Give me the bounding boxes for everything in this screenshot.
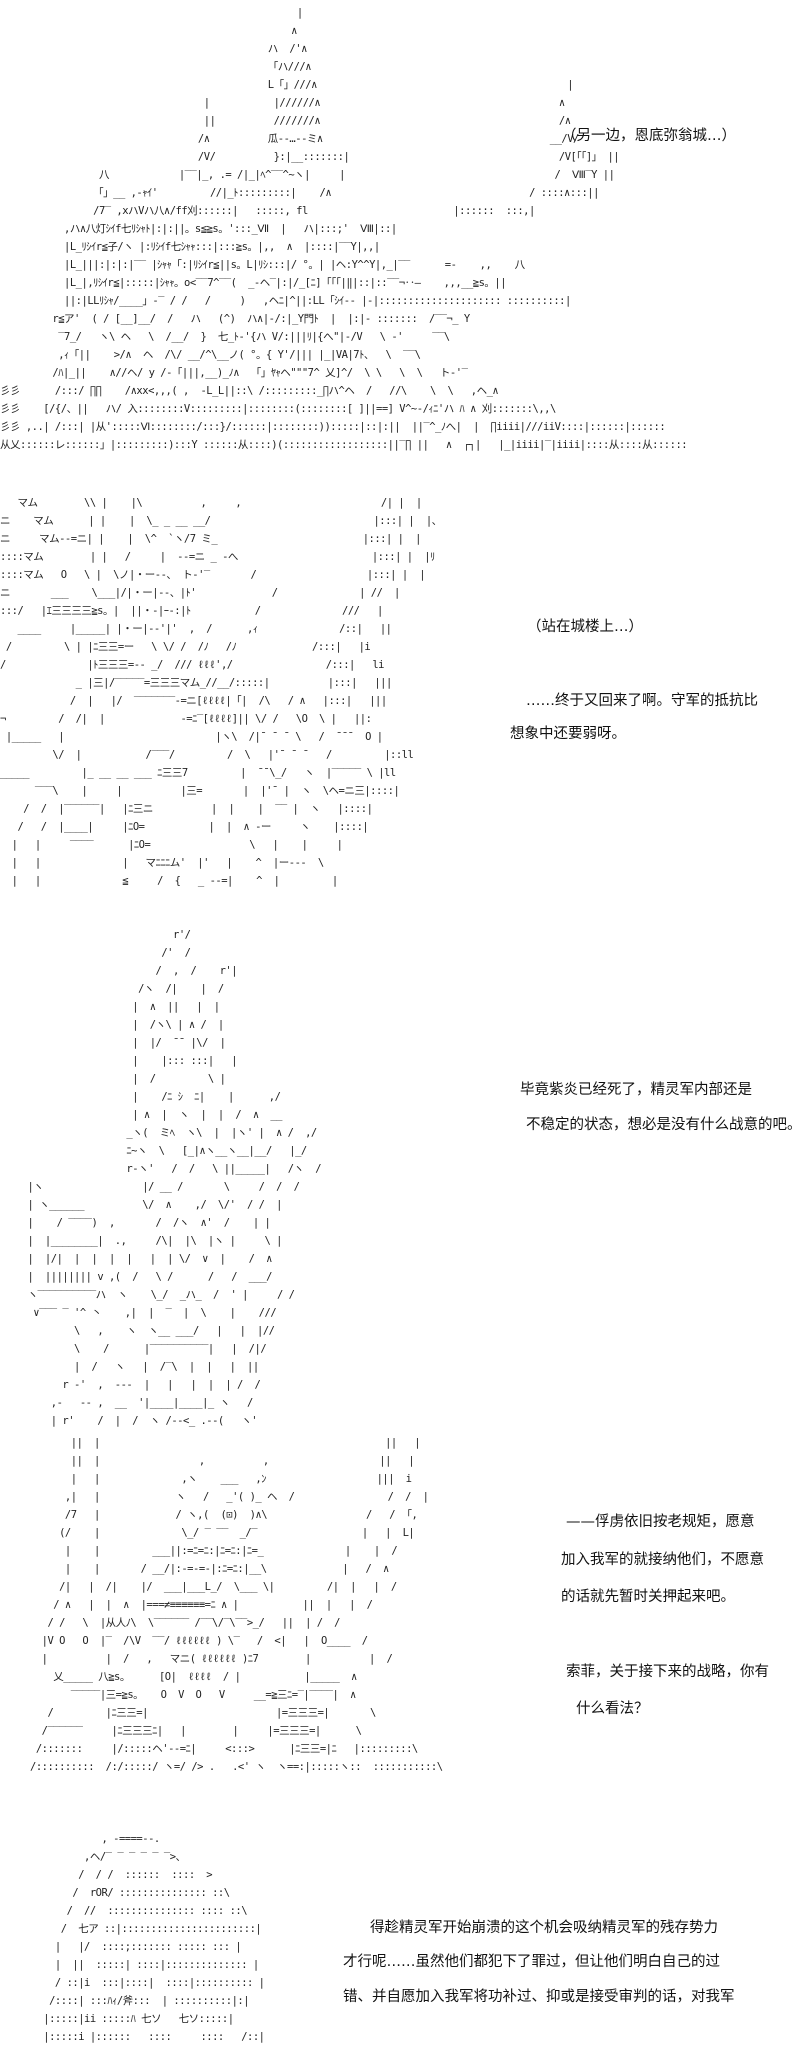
dialogue-line: 加入我军的就接纳他们，不愿意 — [561, 1552, 764, 1568]
panel-castle: | ∧ ハ /'∧ 「ハ///∧ — [0, 0, 800, 490]
dialogue-line: 索菲，关于接下来的战略，你有 — [566, 1664, 769, 1680]
character-ascii-art: マム \\ | |\ , , /| | | ニ マム | | | \_ _ __… — [0, 497, 442, 887]
character-ascii-art: || | || | || | , , || | | | ,ヽ ___ ,ﾝ ||… — [30, 1437, 443, 1773]
dialogue-line: 错、并自愿加入我军将功补过、抑或是接受审判的话，对我军 — [343, 1989, 735, 2005]
character-ascii-art: r'/ /' / / , / r'| /ヽ /| | / | ∧ || | | … — [27, 929, 322, 1427]
dialogue-line: 想象中还要弱呀。 — [510, 726, 626, 742]
dialogue-line: 得趁精灵军开始崩溃的这个机会吸纳精灵军的残存势力 — [370, 1920, 718, 1936]
dialogue-line: 毕竟紫炎已经死了，精灵军内部还是 — [520, 1082, 752, 1098]
dialogue-line: ——俘虏依旧按老规矩，愿意 — [566, 1514, 755, 1530]
dialogue-line: 什么看法？ — [576, 1701, 649, 1717]
panel-throne: || | || | || | , , || | | | ,ヽ ___ ,ﾝ ||… — [0, 1430, 800, 1830]
dialogue-line: 不稳定的状态，想必是没有什么战意的吧。 — [526, 1117, 800, 1133]
panel-wall: マム \\ | |\ , , /| | | ニ マム | | | \_ _ __… — [0, 490, 800, 910]
character-ascii-art: , -====‐-. ,ヘ/‾ ‾ ‾ ‾ ‾ ‾>、 / / / ::::::… — [43, 1833, 265, 2043]
panel-sophie: , -====‐-. ,ヘ/‾ ‾ ‾ ‾ ‾ ‾>、 / / / ::::::… — [0, 1830, 800, 2043]
dialogue-line: ……终于又回来了啊。守军的抵抗比 — [526, 693, 758, 709]
castle-ascii-art: | ∧ ハ /'∧ 「ハ///∧ — [0, 7, 688, 451]
dialogue-line: 才行呢……虽然他们都犯下了罪过，但让他们明白自己的过 — [343, 1954, 720, 1970]
narration: （站在城楼上…） — [527, 619, 643, 635]
dialogue-line: 的话就先暂时关押起来吧。 — [561, 1589, 735, 1605]
narration: （另一边，恩底弥翁城…） — [562, 128, 736, 144]
panel-knight: r'/ /' / / , / r'| /ヽ /| | / | ∧ || | | … — [0, 920, 800, 1427]
